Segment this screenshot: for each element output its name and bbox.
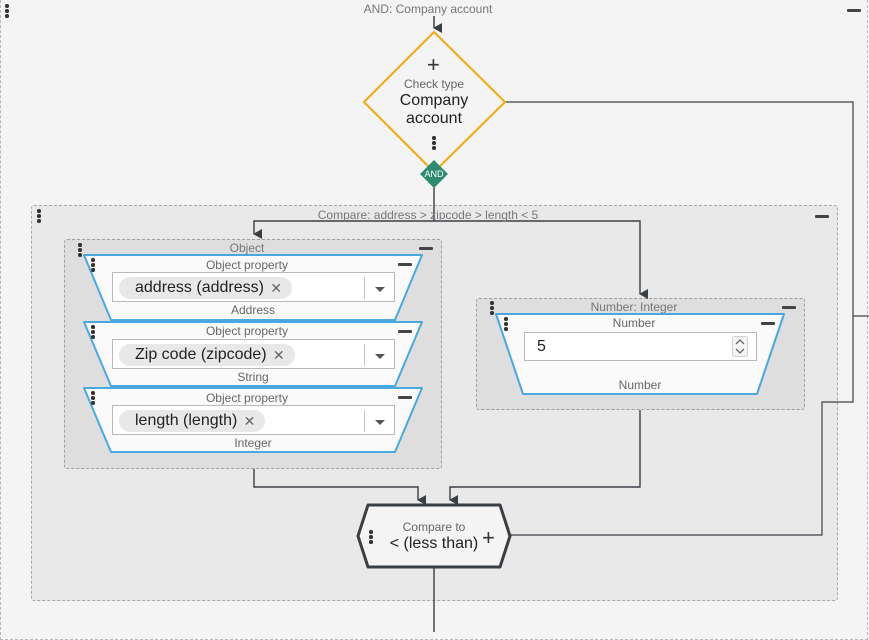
number-collapse-icon[interactable] (761, 322, 775, 325)
number-group-collapse-icon[interactable] (782, 306, 796, 309)
property-menu-icon[interactable] (89, 324, 97, 340)
check-type-label: Check type (403, 77, 465, 91)
property-chip: Zip code (zipcode) ✕ (119, 344, 295, 366)
number-field-label: Number (612, 316, 656, 330)
compare-group-title: Compare: address > zipcode > length < 5 (317, 208, 539, 222)
number-input[interactable]: 5 (524, 332, 757, 361)
up-down-spinner-icon[interactable] (732, 336, 748, 357)
and-group-collapse-icon[interactable] (847, 9, 861, 12)
number-type: Number (618, 378, 662, 392)
and-badge[interactable]: AND (424, 169, 444, 179)
dropdown-chevron-down-icon[interactable] (375, 354, 385, 359)
dropdown-chevron-down-icon[interactable] (375, 420, 385, 425)
property-chip-label: Zip code (zipcode) (135, 346, 267, 363)
property-type: Address (230, 303, 276, 317)
remove-chip-close-icon[interactable]: ✕ (272, 347, 285, 363)
dropdown-chevron-down-icon[interactable] (375, 287, 385, 292)
remove-chip-close-icon[interactable]: ✕ (270, 280, 282, 296)
number-value: 5 (537, 338, 546, 355)
select-divider (364, 344, 365, 366)
object-group-collapse-icon[interactable] (419, 247, 433, 250)
property-select-zipcode[interactable]: Zip code (zipcode) ✕ (112, 339, 395, 369)
property-menu-icon[interactable] (89, 257, 97, 273)
compare-operator-value[interactable]: < (less than) (389, 535, 479, 552)
property-type: Integer (234, 436, 272, 450)
number-menu-icon[interactable] (502, 316, 510, 332)
property-label: Object property (205, 258, 289, 272)
object-group-title: Object (229, 241, 265, 255)
property-chip-label: address (address) (135, 279, 264, 296)
property-menu-icon[interactable] (89, 390, 97, 406)
select-divider (364, 277, 365, 299)
property-chip: length (length) ✕ (119, 410, 266, 432)
number-group-title: Number: Integer (590, 300, 678, 314)
remove-chip-close-icon[interactable]: ✕ (243, 413, 256, 429)
check-node-menu-icon[interactable] (430, 135, 438, 151)
select-divider (364, 410, 365, 432)
property-chip-label: length (length) (135, 412, 238, 429)
property-collapse-icon[interactable] (398, 330, 412, 333)
property-type: String (237, 370, 269, 384)
property-chip: address (address) ✕ (119, 277, 292, 299)
and-group-menu-icon[interactable] (3, 3, 11, 19)
compare-group-collapse-icon[interactable] (815, 215, 829, 218)
object-group-menu-icon[interactable] (76, 242, 84, 258)
and-group-title: AND: Company account (363, 2, 493, 16)
compare-add-icon[interactable]: + (482, 525, 495, 550)
compare-label: Compare to (402, 520, 466, 534)
check-add-icon[interactable]: + (427, 52, 440, 77)
property-select-address[interactable]: address (address) ✕ (112, 272, 395, 302)
number-group-menu-icon[interactable] (488, 300, 496, 316)
compare-node-menu-icon[interactable] (367, 529, 375, 545)
check-type-value[interactable]: Company account (399, 92, 469, 127)
property-collapse-icon[interactable] (398, 396, 412, 399)
compare-group-menu-icon[interactable] (35, 208, 43, 224)
property-label: Object property (205, 391, 289, 405)
property-select-length[interactable]: length (length) ✕ (112, 405, 395, 435)
property-label: Object property (205, 324, 289, 338)
property-collapse-icon[interactable] (398, 263, 412, 266)
